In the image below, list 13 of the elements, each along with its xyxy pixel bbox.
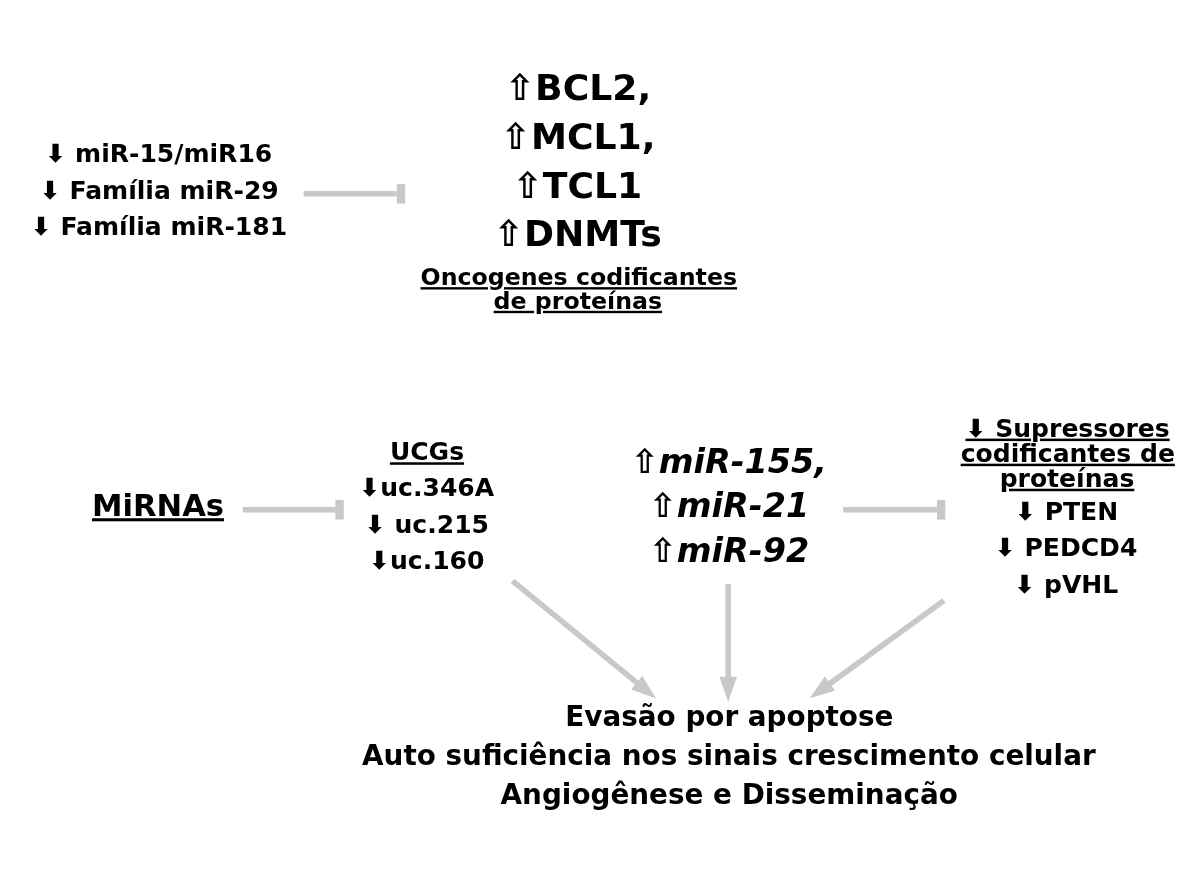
- node-text: UCGs ⬇uc.346A ⬇ uc.215 ⬇uc.160: [359, 437, 495, 575]
- node-text: ⇧BCL2, ⇧MCL1, ⇧TCL1 ⇧DNMTs Oncogenes codificantes de proteínas: [420, 66, 738, 315]
- connector: [303, 184, 406, 204]
- node-text: MiRNAs: [92, 488, 225, 524]
- node-text: ⇧miR-155, ⇧miR-21 ⇧miR-92: [630, 441, 827, 570]
- arrow: [809, 598, 946, 699]
- connector: [242, 500, 344, 520]
- node-text: Evasão por apoptose Auto suficiência nos sinais crescimento celular Angiogênese e Disseminação: [362, 699, 1096, 811]
- connector: [843, 500, 946, 520]
- node-text: ⬇ Supressores codificantes de proteínas ⬇ PTEN ⬇ PEDCD4 ⬇ pVHL: [960, 413, 1175, 599]
- node-text: ⬇ miR-15/miR16 ⬇ Família miR-29 ⬇ Família miR-181: [30, 139, 288, 241]
- arrow: [719, 583, 737, 702]
- arrow: [510, 578, 657, 699]
